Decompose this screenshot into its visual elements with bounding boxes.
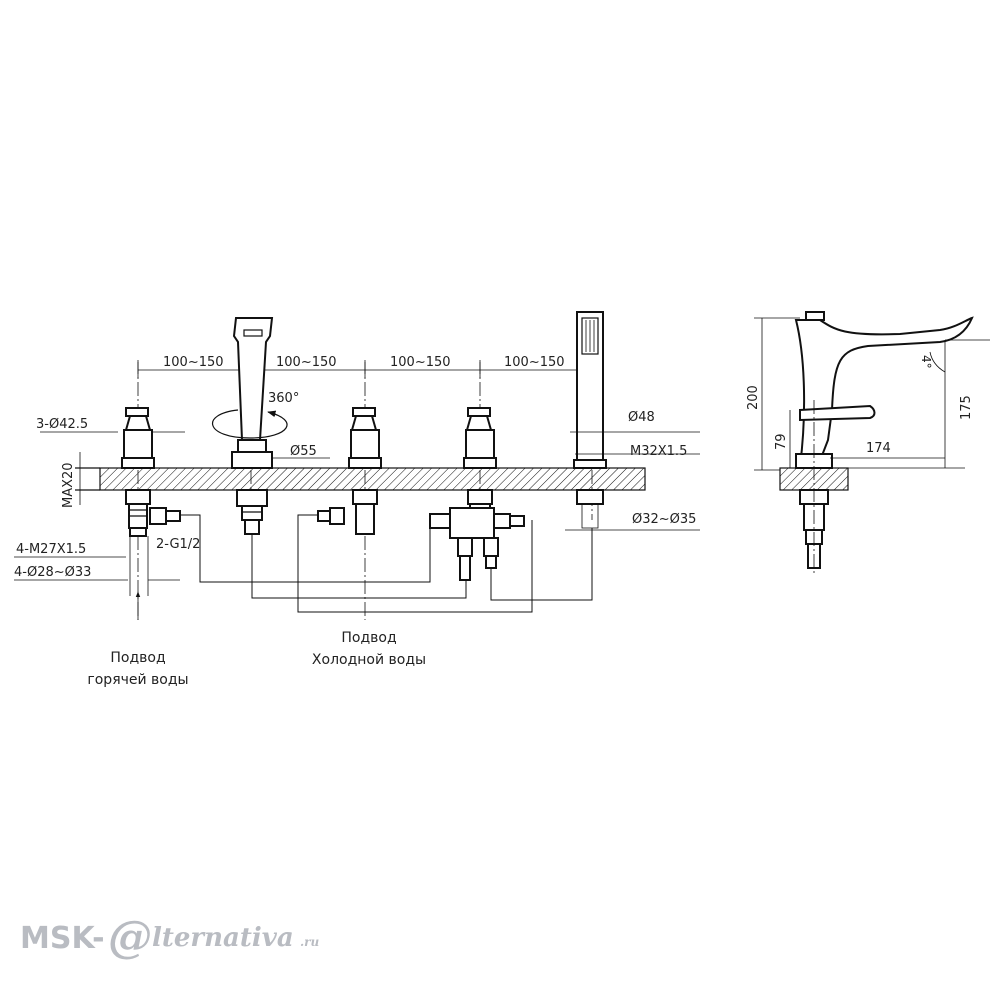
shower-diameter-label: Ø48 [628,410,655,425]
handle-diameter-label: 3-Ø42.5 [36,417,88,432]
supply-labels: Подвод горячей воды Подвод Холодной воды [87,630,426,688]
front-view: 100~150 100~150 100~150 100~150 [14,311,700,688]
rotation-label: 360° [268,391,299,406]
inlet-thread-label: 2-G1/2 [156,537,200,552]
spacing-dimension: 100~150 100~150 100~150 100~150 [137,355,593,378]
supply-hoses [180,514,593,613]
side-height-base-label: 79 [774,433,789,450]
watermark-suffix: .ru [300,935,320,949]
side-view: 200 79 175 174 4° [746,311,990,575]
watermark-at: @ [108,912,152,963]
handle-cold [348,407,382,535]
spacing-label-2: 100~150 [276,355,337,370]
right-dimensions: Ø55 Ø48 M32X1.5 Ø32~Ø35 [272,410,700,531]
thread-label: 4-M27X1.5 [16,542,86,557]
watermark-prefix: MSK- [20,921,105,956]
side-height-spout-label: 175 [959,395,974,420]
side-reach-label: 174 [866,441,891,456]
hot-label-line1: Подвод [110,650,165,666]
spacing-label-4: 100~150 [504,355,565,370]
shower-thread-label: M32X1.5 [630,444,687,459]
hot-label-line2: горячей воды [87,672,188,688]
side-angle-label: 4° [919,355,933,369]
inlet-connectors [149,507,525,581]
watermark-word: lternativa [152,923,294,953]
cold-label-line2: Холодной воды [312,652,426,668]
hole-range-label: 4-Ø28~Ø33 [14,565,91,580]
shower-handset [573,311,607,529]
spacing-label-1: 100~150 [163,355,224,370]
left-dimensions: 3-Ø42.5 MAX20 4-M27X1.5 4-Ø28~Ø33 2-G1/2 [14,417,200,620]
shower-hole-label: Ø32~Ø35 [632,512,696,527]
watermark-logo: MSK- @ lternativa .ru [20,912,320,963]
spout: 360° [211,317,299,535]
spout-diameter-label: Ø55 [290,444,317,459]
cold-label-line1: Подвод [341,630,396,646]
spacing-label-3: 100~150 [390,355,451,370]
handle-hot [121,407,155,537]
deck-max-label: MAX20 [61,462,76,508]
deck-slab [99,467,646,491]
side-height-total-label: 200 [746,385,761,410]
